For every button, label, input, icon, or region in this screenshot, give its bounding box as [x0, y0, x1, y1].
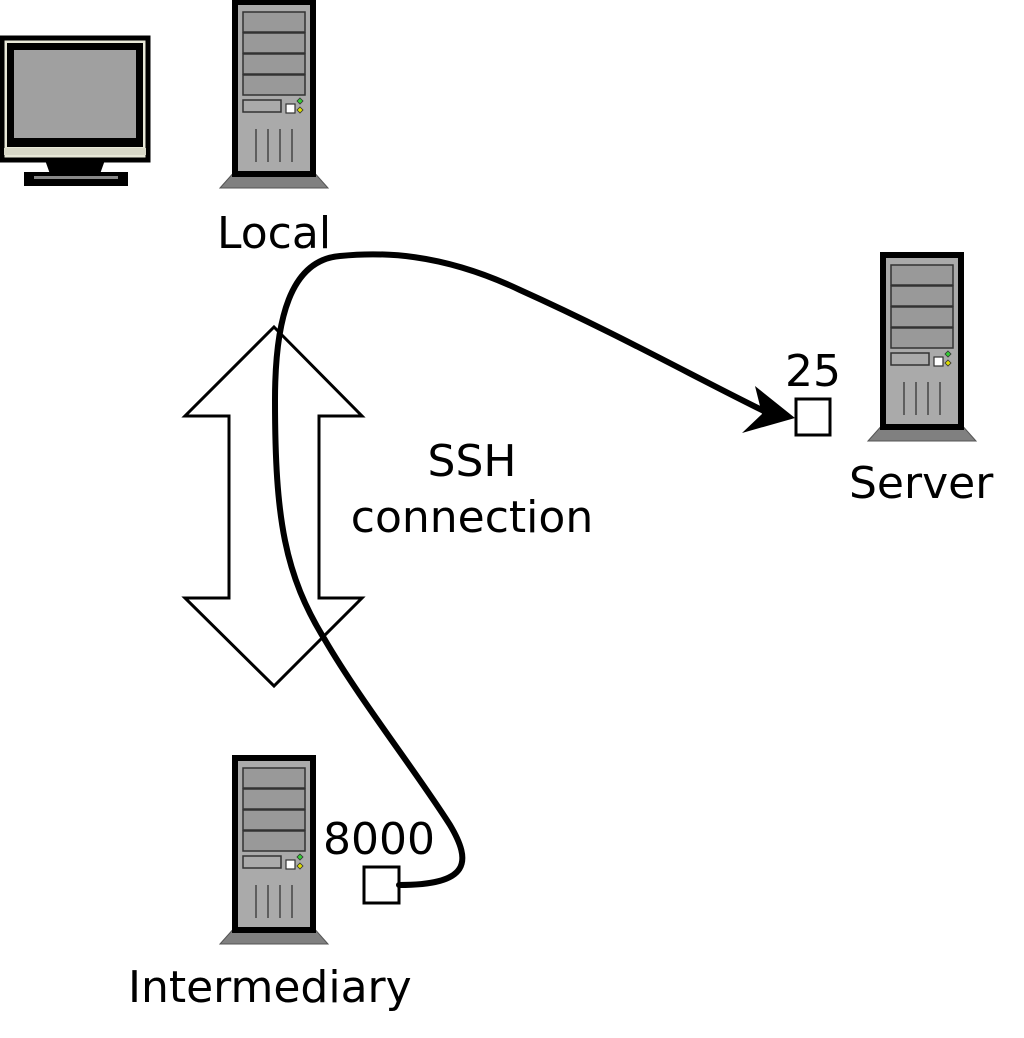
server-label: Server	[849, 458, 994, 509]
server-port-label: 25	[785, 346, 841, 397]
ssh-connection-label: SSH connection	[336, 434, 608, 546]
intermediary-server-icon	[220, 758, 328, 944]
tunnel-path	[271, 251, 775, 888]
local-server-icon	[220, 2, 328, 188]
ssh-connection-line2: connection	[350, 492, 594, 543]
local-label: Local	[217, 208, 332, 259]
remote-server-icon	[868, 255, 976, 441]
ssh-connection-line1: SSH	[427, 436, 517, 487]
ssh-double-arrow-icon	[181, 324, 366, 689]
monitor-icon	[0, 35, 151, 186]
intermediary-port-label: 8000	[323, 814, 435, 865]
intermediary-port-box	[362, 865, 401, 905]
server-port-box	[794, 397, 832, 437]
arrow-head-icon	[742, 386, 795, 433]
intermediary-label: Intermediary	[128, 962, 412, 1013]
